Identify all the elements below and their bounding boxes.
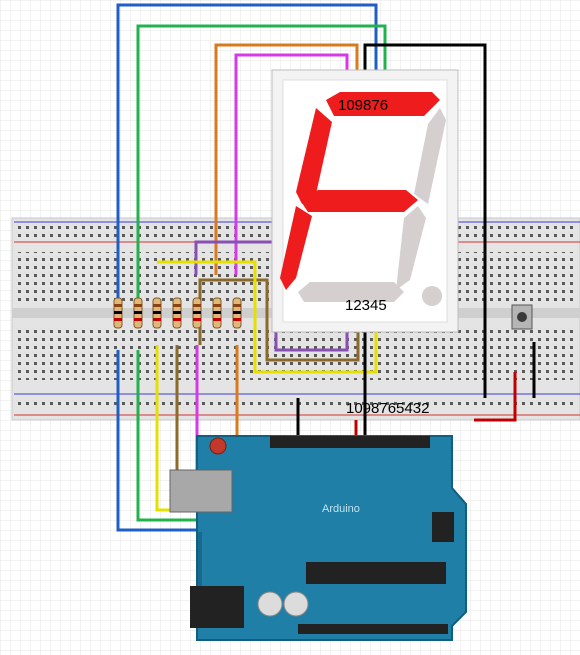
segment-a <box>326 92 440 116</box>
wire-yellow <box>157 260 378 374</box>
display-top-pin-label: 109876 <box>338 97 388 114</box>
segment-c <box>396 206 426 290</box>
board-logo-text: Arduino <box>322 503 360 515</box>
seven-segment-display <box>271 69 459 333</box>
wire-orange <box>214 43 359 275</box>
wire-black <box>363 43 487 398</box>
wire-blue <box>116 3 378 300</box>
power-jack <box>190 586 244 628</box>
arduino-board: Arduino <box>169 435 467 641</box>
wire-magenta <box>234 53 349 275</box>
reset-button <box>209 437 227 455</box>
digital-header <box>270 436 430 448</box>
segment-g <box>300 190 418 212</box>
resistors <box>113 297 242 329</box>
capacitor-2 <box>283 591 309 617</box>
pushbutton <box>474 304 536 422</box>
segment-f <box>296 108 332 204</box>
power-header <box>298 624 448 634</box>
wire-brown <box>198 278 360 362</box>
microcontroller <box>306 562 446 584</box>
wire-green <box>136 24 387 300</box>
capacitor-1 <box>257 591 283 617</box>
segment-dp <box>422 286 442 306</box>
segment-d <box>298 282 404 302</box>
icsp-header <box>432 512 454 542</box>
bottom-power-rail <box>16 398 576 410</box>
segment-e <box>280 206 312 290</box>
segment-b <box>414 108 446 204</box>
display-bottom-pin-label: 12345 <box>345 297 387 314</box>
usb-connector <box>169 469 233 513</box>
arduino-pin-label: 1098765432 <box>346 400 429 417</box>
